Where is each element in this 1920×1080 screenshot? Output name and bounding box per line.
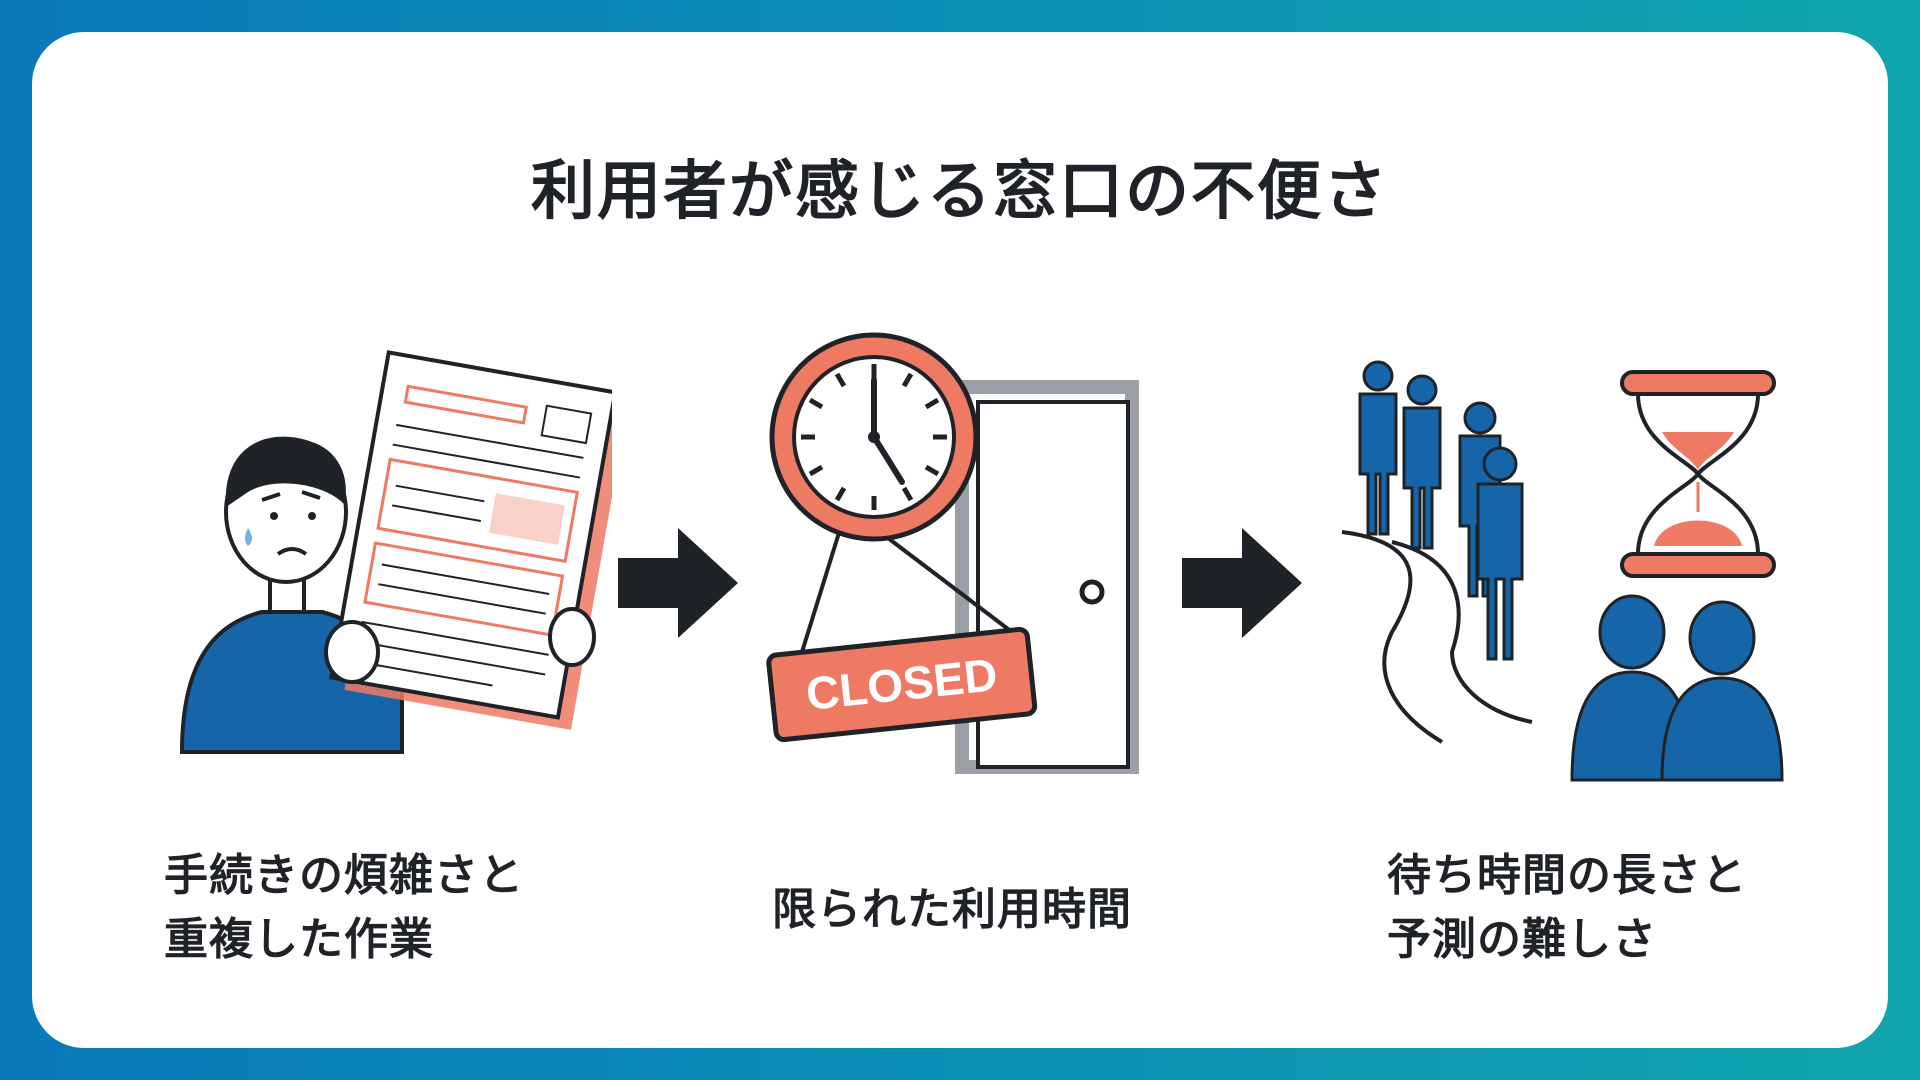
caption-line: 待ち時間の長さと <box>1387 850 1747 901</box>
confused-person-with-form-icon <box>179 350 612 754</box>
caption-line: 重複した作業 <box>164 914 434 965</box>
arrow-right-icon <box>1182 528 1302 638</box>
slide-card: 利用者が感じる窓口の不便さ <box>32 32 1888 1048</box>
arrow-right-icon <box>618 528 738 638</box>
caption-line: 限られた利用時間 <box>772 884 1132 935</box>
caption-waiting-time: 待ち時間の長さと 予測の難しさ <box>1387 844 1747 972</box>
caption-line: 手続きの煩雑さと <box>164 850 524 901</box>
waiting-queue-hourglass-icon <box>1341 360 1784 782</box>
caption-procedure-complexity: 手続きの煩雑さと 重複した作業 <box>164 844 524 972</box>
caption-line: 予測の難しさ <box>1387 914 1657 965</box>
clock-closed-door-icon: CLOSED <box>766 332 1139 774</box>
slide-title: 利用者が感じる窓口の不便さ <box>531 155 1389 229</box>
caption-limited-hours: 限られた利用時間 <box>772 878 1132 942</box>
